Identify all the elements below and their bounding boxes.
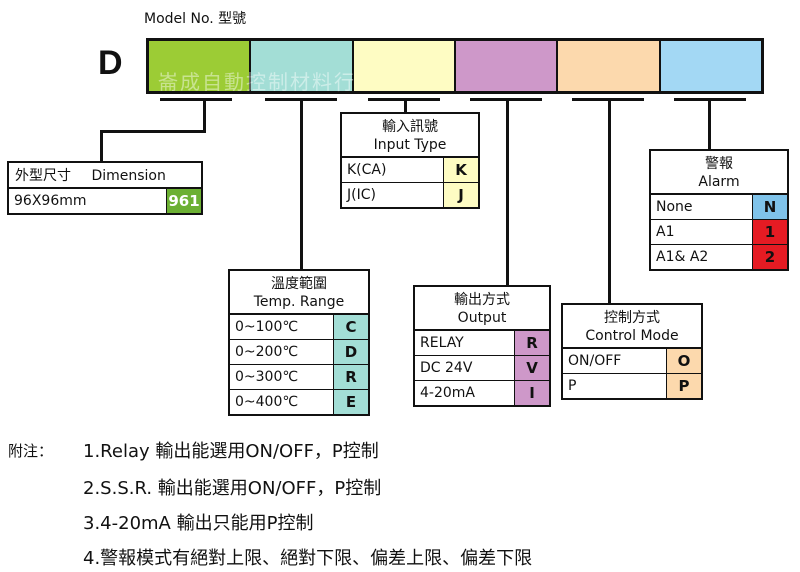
option-label: P — [563, 374, 667, 398]
option-code: R — [515, 331, 549, 355]
note-2: 2.S.S.R. 輸出能選用ON/OFF，P控制 — [83, 478, 382, 499]
control-mode-header: 控制方式 Control Mode — [563, 305, 701, 349]
code-strip — [146, 38, 764, 94]
option-code: J — [444, 183, 478, 207]
control-mode-title-en: Control Mode — [585, 328, 679, 344]
option-code: E — [334, 390, 368, 414]
dimension-title-cn: 外型尺寸 — [15, 168, 71, 184]
table-row: J(IC)J — [342, 183, 478, 207]
temp-range-title-cn: 溫度範圍 — [271, 276, 327, 292]
option-label: RELAY — [415, 331, 515, 355]
connector-input-type — [404, 98, 407, 112]
option-code: N — [753, 195, 787, 219]
temp-range-title-en: Temp. Range — [253, 294, 345, 310]
output-header: 輸出方式 Output — [415, 287, 549, 331]
notes-prefix: 附注： — [8, 442, 54, 460]
underline-1 — [160, 98, 232, 101]
segment-dimension — [149, 41, 252, 91]
connector-output — [506, 98, 509, 286]
option-label: A1 — [651, 220, 753, 244]
option-label: A1& A2 — [651, 245, 753, 269]
connector-alarm — [708, 98, 711, 150]
option-label: 0~300℃ — [230, 365, 334, 389]
temp-range-header: 溫度範圍 Temp. Range — [230, 271, 368, 315]
option-label: 0~200℃ — [230, 340, 334, 364]
control-mode-title-cn: 控制方式 — [604, 310, 660, 326]
dimension-title-en: Dimension — [91, 168, 166, 184]
option-label: DC 24V — [415, 356, 515, 380]
option-code: K — [444, 158, 478, 182]
note-1: 1.Relay 輸出能選用ON/OFF，P控制 — [83, 441, 379, 462]
segment-input-type — [353, 41, 456, 91]
option-code: V — [515, 356, 549, 380]
watermark: 崙成自動控制材料行 — [158, 70, 356, 94]
option-code: R — [334, 365, 368, 389]
option-code: P — [667, 374, 701, 398]
note-3: 3.4-20mA 輸出只能用P控制 — [83, 513, 314, 534]
note-4: 4.警報模式有絕對上限、絕對下限、偏差上限、偏差下限 — [83, 548, 533, 569]
option-code: C — [334, 315, 368, 339]
option-code: 2 — [753, 245, 787, 269]
alarm-title-cn: 警報 — [705, 156, 733, 172]
segment-output — [455, 41, 559, 91]
connector-temp-range — [300, 98, 303, 270]
input-type-title-en: Input Type — [373, 137, 447, 153]
option-label: 96X96mm — [9, 189, 167, 213]
segment-temp-range — [251, 41, 354, 91]
connector-control-mode — [608, 98, 611, 304]
option-code: 1 — [753, 220, 787, 244]
output-title-cn: 輸出方式 — [454, 292, 510, 308]
connector-dimension-drop — [100, 130, 103, 162]
output-title-en: Output — [457, 310, 507, 326]
option-code: O — [667, 349, 701, 373]
alarm-title-en: Alarm — [698, 174, 740, 190]
connector-dimension-h — [100, 130, 206, 133]
option-code: I — [515, 381, 549, 405]
option-label: ON/OFF — [563, 349, 667, 373]
connector-dimension-v — [203, 98, 206, 132]
option-label: 0~100℃ — [230, 315, 334, 339]
table-row: K(CA)K — [342, 158, 478, 183]
option-code: D — [334, 340, 368, 364]
option-label: 4-20mA — [415, 381, 515, 405]
option-label: None — [651, 195, 753, 219]
dimension-header: 外型尺寸 Dimension — [9, 163, 201, 189]
input-type-title-cn: 輸入訊號 — [382, 119, 438, 135]
segment-control-mode — [558, 41, 661, 91]
option-label: J(IC) — [342, 183, 444, 207]
option-label: K(CA) — [342, 158, 444, 182]
segment-alarm — [660, 41, 761, 91]
input-type-header: 輸入訊號 Input Type — [342, 114, 478, 158]
model-prefix: D — [98, 44, 123, 82]
option-label: 0~400℃ — [230, 390, 334, 414]
model-number-label: Model No. 型號 — [144, 11, 247, 27]
alarm-header: 警報 Alarm — [651, 151, 787, 195]
option-code: 961 — [167, 189, 201, 213]
